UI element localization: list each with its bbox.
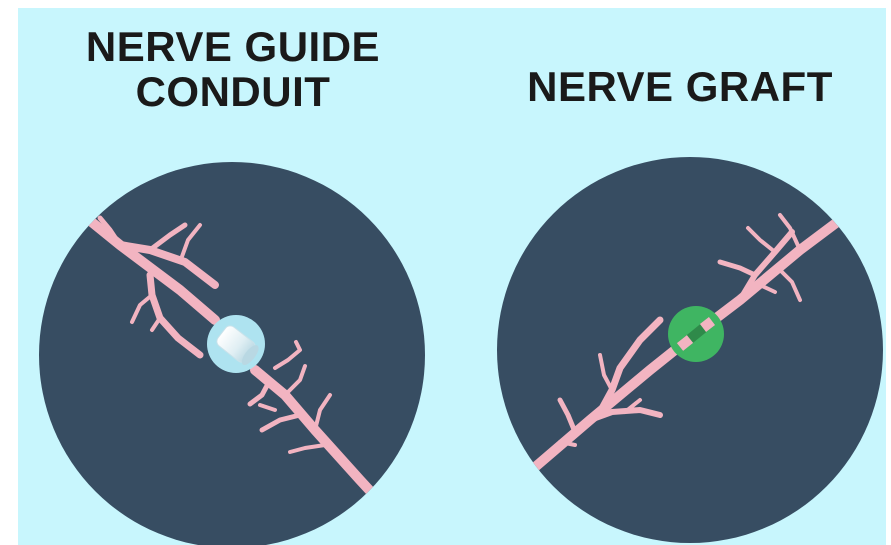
conduit-circle-group (39, 162, 425, 545)
graft-circle-group (497, 157, 883, 543)
